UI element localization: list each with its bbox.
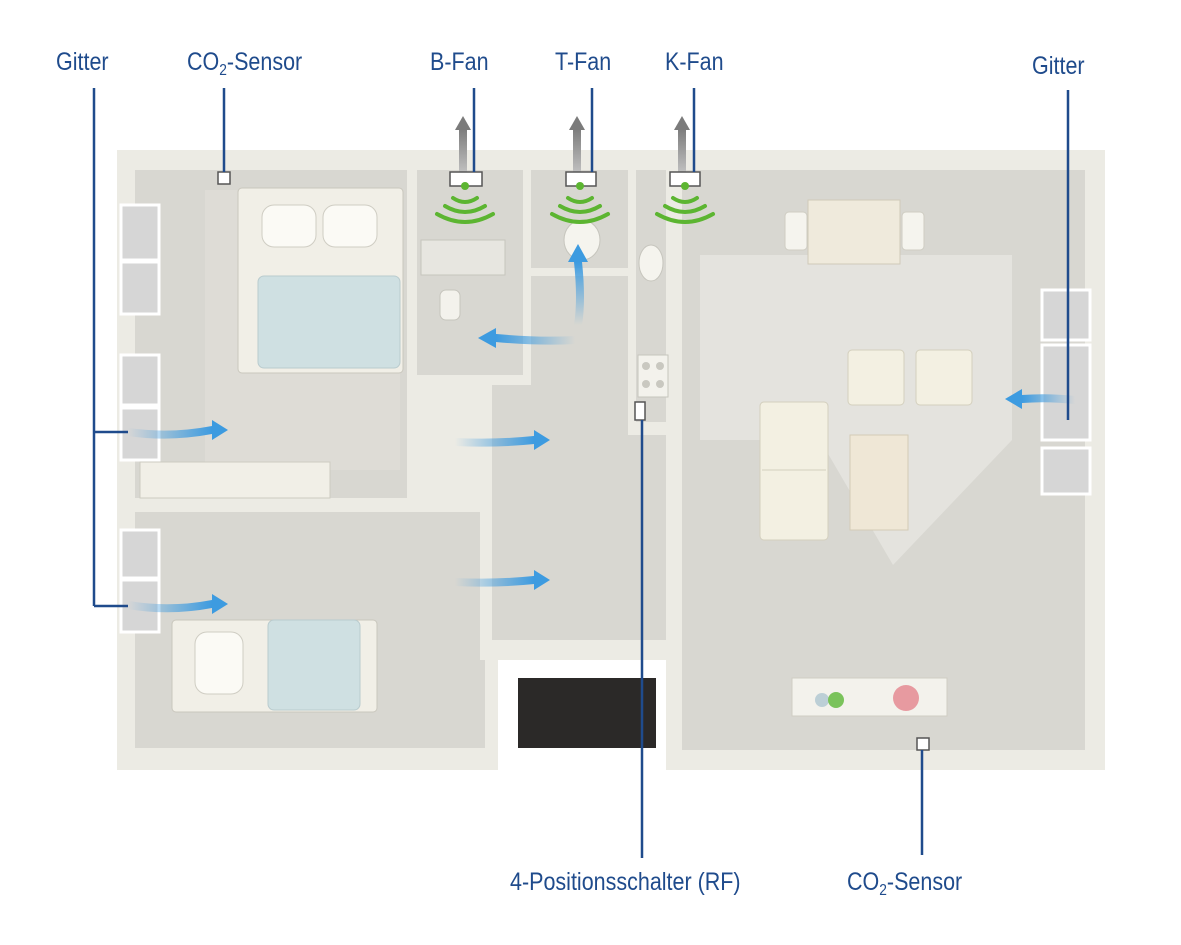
windows-left: [119, 203, 161, 634]
label-switch: 4-Positionsschalter (RF): [510, 868, 741, 896]
windows-right: [1040, 288, 1092, 496]
wifi-signals: [435, 182, 715, 224]
tv-sideboard: [791, 677, 948, 717]
switch-marker: [634, 401, 646, 421]
armchairs: [847, 349, 973, 406]
label-b-fan: B-Fan: [430, 48, 489, 76]
shower: [420, 239, 506, 276]
interior-walls: [135, 165, 682, 770]
label-co2-sensor-bottom: CO2-Sensor: [847, 870, 962, 899]
airflow-arrow-to-bath: [492, 334, 579, 345]
leader-gitter-left: [92, 88, 128, 608]
living-room-light-area: [700, 255, 1012, 565]
co2-sensor-bottom-marker: [916, 737, 930, 751]
bed-2: [171, 619, 378, 713]
label-k-fan: K-Fan: [665, 48, 724, 76]
hall-lower-floor: [560, 430, 670, 660]
coffee-table: [849, 434, 909, 531]
label-co2-sensor-bottom-suffix: -Sensor: [886, 868, 963, 896]
exhaust-arrows: [455, 116, 690, 172]
wifi-icon-t-fan: [550, 182, 610, 224]
stove: [637, 354, 669, 398]
label-co2-sensor-top-prefix: CO: [187, 48, 220, 76]
bed-1: [237, 187, 404, 374]
entrance-void: [518, 678, 656, 748]
label-gitter-left: Gitter: [56, 48, 109, 76]
airflow-arrow-hall-upper: [451, 436, 538, 447]
airflow-arrow-living-room: [1018, 394, 1079, 404]
sofa: [759, 401, 829, 541]
wifi-icon-b-fan: [435, 182, 495, 224]
label-co2-sensor-bottom-prefix: CO: [847, 868, 880, 896]
label-t-fan: T-Fan: [555, 48, 612, 76]
fan-units: [449, 171, 701, 187]
leader-lines: [92, 88, 1070, 858]
label-co2-sensor-bottom-sub: 2: [879, 882, 887, 899]
co2-sensor-top-marker: [217, 171, 231, 185]
label-co2-sensor-top-suffix: -Sensor: [226, 48, 303, 76]
wifi-icon-k-fan: [655, 182, 715, 224]
airflow-arrow-bedroom-1: [124, 426, 216, 439]
label-gitter-right: Gitter: [1032, 52, 1085, 80]
airflow-arrow-to-toilet: [574, 258, 584, 329]
airflow-arrows: [124, 244, 1079, 614]
kitchen-sink: [638, 244, 664, 282]
bathroom-sink: [439, 289, 461, 321]
dining-table: [784, 199, 925, 265]
label-co2-sensor-top: CO2-Sensor: [187, 50, 302, 79]
desk: [139, 461, 331, 499]
label-co2-sensor-top-sub: 2: [219, 62, 227, 79]
airflow-arrow-hall-lower: [451, 576, 538, 587]
airflow-arrow-bedroom-2: [124, 600, 216, 613]
